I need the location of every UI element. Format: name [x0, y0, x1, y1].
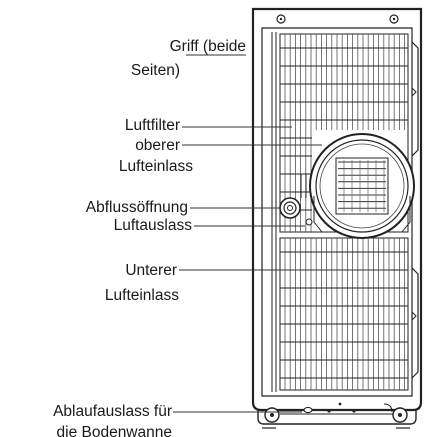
air-conditioner-rear-view — [251, 7, 423, 429]
callout-lower-inlet-line1: Unterer — [125, 262, 177, 279]
callout-air-outlet: Luftauslass — [114, 217, 305, 234]
callout-base-drain-line1: Ablaufauslass für — [53, 403, 172, 420]
callout-air-outlet-label: Luftauslass — [114, 217, 193, 234]
drain-opening-port — [279, 174, 313, 226]
callout-upper-inlet-line1: oberer — [135, 137, 180, 154]
callout-lower-inlet: Unterer Lufteinlass — [105, 262, 390, 304]
callout-lower-inlet-line2: Lufteinlass — [105, 287, 179, 304]
callout-drain-opening-label: Abflussöffnung — [86, 199, 188, 216]
handle-recess-upper — [411, 41, 419, 157]
unit-housing — [251, 7, 423, 412]
callout-handle: Griff (beide Seiten) — [131, 38, 246, 79]
callout-upper-inlet-line2: Lufteinlass — [119, 158, 193, 175]
handle-recess-lower — [411, 267, 419, 379]
callout-drain-opening: Abflussöffnung — [86, 199, 280, 216]
callout-handle-line1: Griff (beide — [170, 38, 246, 55]
lower-filter-grille — [279, 237, 409, 391]
unit-base — [257, 402, 417, 429]
callout-air-filter: Luftfilter — [125, 117, 292, 134]
callout-upper-inlet: oberer Lufteinlass — [119, 137, 322, 175]
callout-base-drain-line2: die Bodenwanne — [57, 424, 173, 437]
back-panel — [261, 27, 413, 397]
callout-base-drain: Ablaufauslass für die Bodenwanne — [53, 403, 302, 437]
screw-top-left — [276, 14, 286, 24]
callout-handle-line2: Seiten) — [131, 62, 180, 79]
callout-air-filter-label: Luftfilter — [125, 117, 180, 134]
base-tray-drain — [303, 406, 313, 414]
screw-top-right — [389, 14, 399, 24]
air-outlet-port — [309, 133, 415, 239]
